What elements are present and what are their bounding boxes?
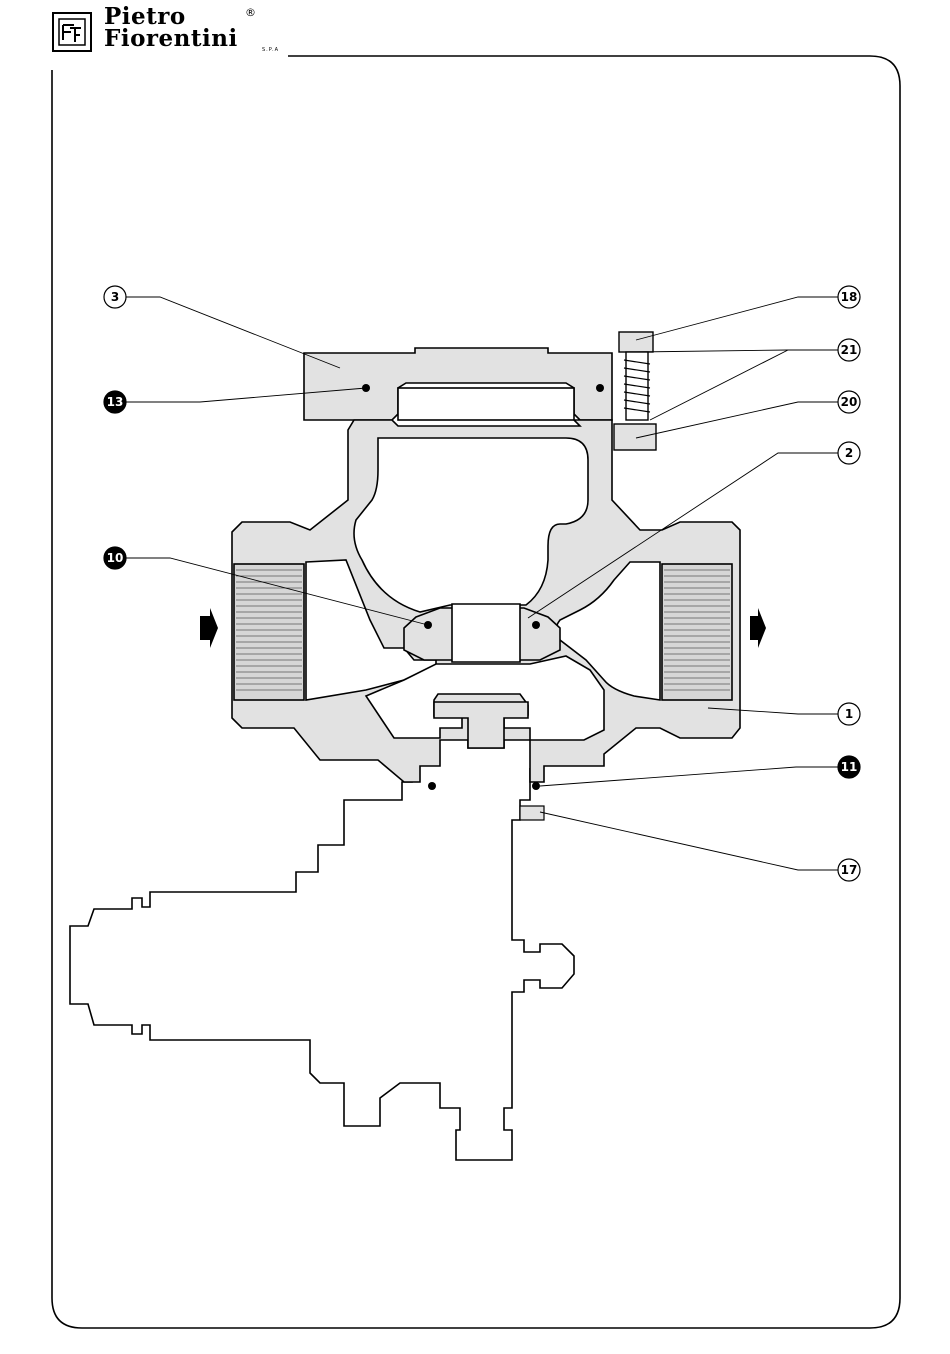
svg-text:18: 18 xyxy=(841,290,858,304)
svg-text:1: 1 xyxy=(845,707,853,721)
screw-nut xyxy=(614,424,656,450)
regulator-lower-body xyxy=(70,768,574,1160)
svg-text:13: 13 xyxy=(107,395,124,409)
callout-3: 3 xyxy=(104,286,126,308)
callout-10: 10 xyxy=(104,547,126,569)
svg-text:10: 10 xyxy=(107,551,124,565)
callout-21: 21 xyxy=(838,339,860,361)
svg-text:2: 2 xyxy=(845,446,853,460)
svg-text:21: 21 xyxy=(841,343,858,357)
svg-text:11: 11 xyxy=(841,760,858,774)
callout-13: 13 xyxy=(104,391,126,413)
plug-17 xyxy=(520,806,544,820)
inlet-thread xyxy=(234,564,304,700)
callout-1: 1 xyxy=(838,703,860,725)
outlet-arrow-icon xyxy=(750,608,766,648)
svg-text:3: 3 xyxy=(111,290,119,304)
outlet-thread xyxy=(662,564,732,700)
svg-text:17: 17 xyxy=(841,863,858,877)
callout-11: 11 xyxy=(838,756,860,778)
inlet-arrow-icon xyxy=(200,608,218,648)
screw-head xyxy=(619,332,653,352)
cover-screw xyxy=(614,332,656,450)
svg-text:20: 20 xyxy=(841,395,858,409)
seat-bore xyxy=(452,604,520,662)
sight-window xyxy=(398,388,574,420)
callout-17: 17 xyxy=(838,859,860,881)
callout-2: 2 xyxy=(838,442,860,464)
callout-20: 20 xyxy=(838,391,860,413)
callout-18: 18 xyxy=(838,286,860,308)
